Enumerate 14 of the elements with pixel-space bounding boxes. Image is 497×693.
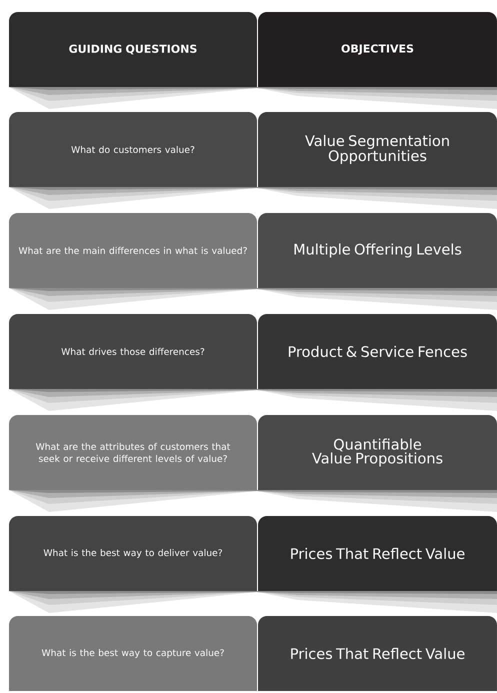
objective-box: Product & Service Fences [258,314,497,389]
column-header: GUIDING QUESTIONS [9,12,257,87]
objective-box: Prices That Reflect Value [258,616,497,691]
column-header: OBJECTIVES [258,12,497,87]
objective-box: Value Segmentation Opportunities [258,112,497,187]
objective-box: Quantifiable Value Propositions [258,415,497,490]
question-box: What are the attributes of customers that seek or receive different levels of value? [9,415,257,490]
question-box: What is the best way to capture value? [9,616,257,691]
question-box: What drives those differences? [9,314,257,389]
question-box: What are the main differences in what is valued? [9,213,257,288]
question-box: What do customers value? [9,112,257,187]
objective-box: Multiple Offering Levels [258,213,497,288]
objective-box: Prices That Reflect Value [258,516,497,591]
question-box: What is the best way to deliver value? [9,516,257,591]
